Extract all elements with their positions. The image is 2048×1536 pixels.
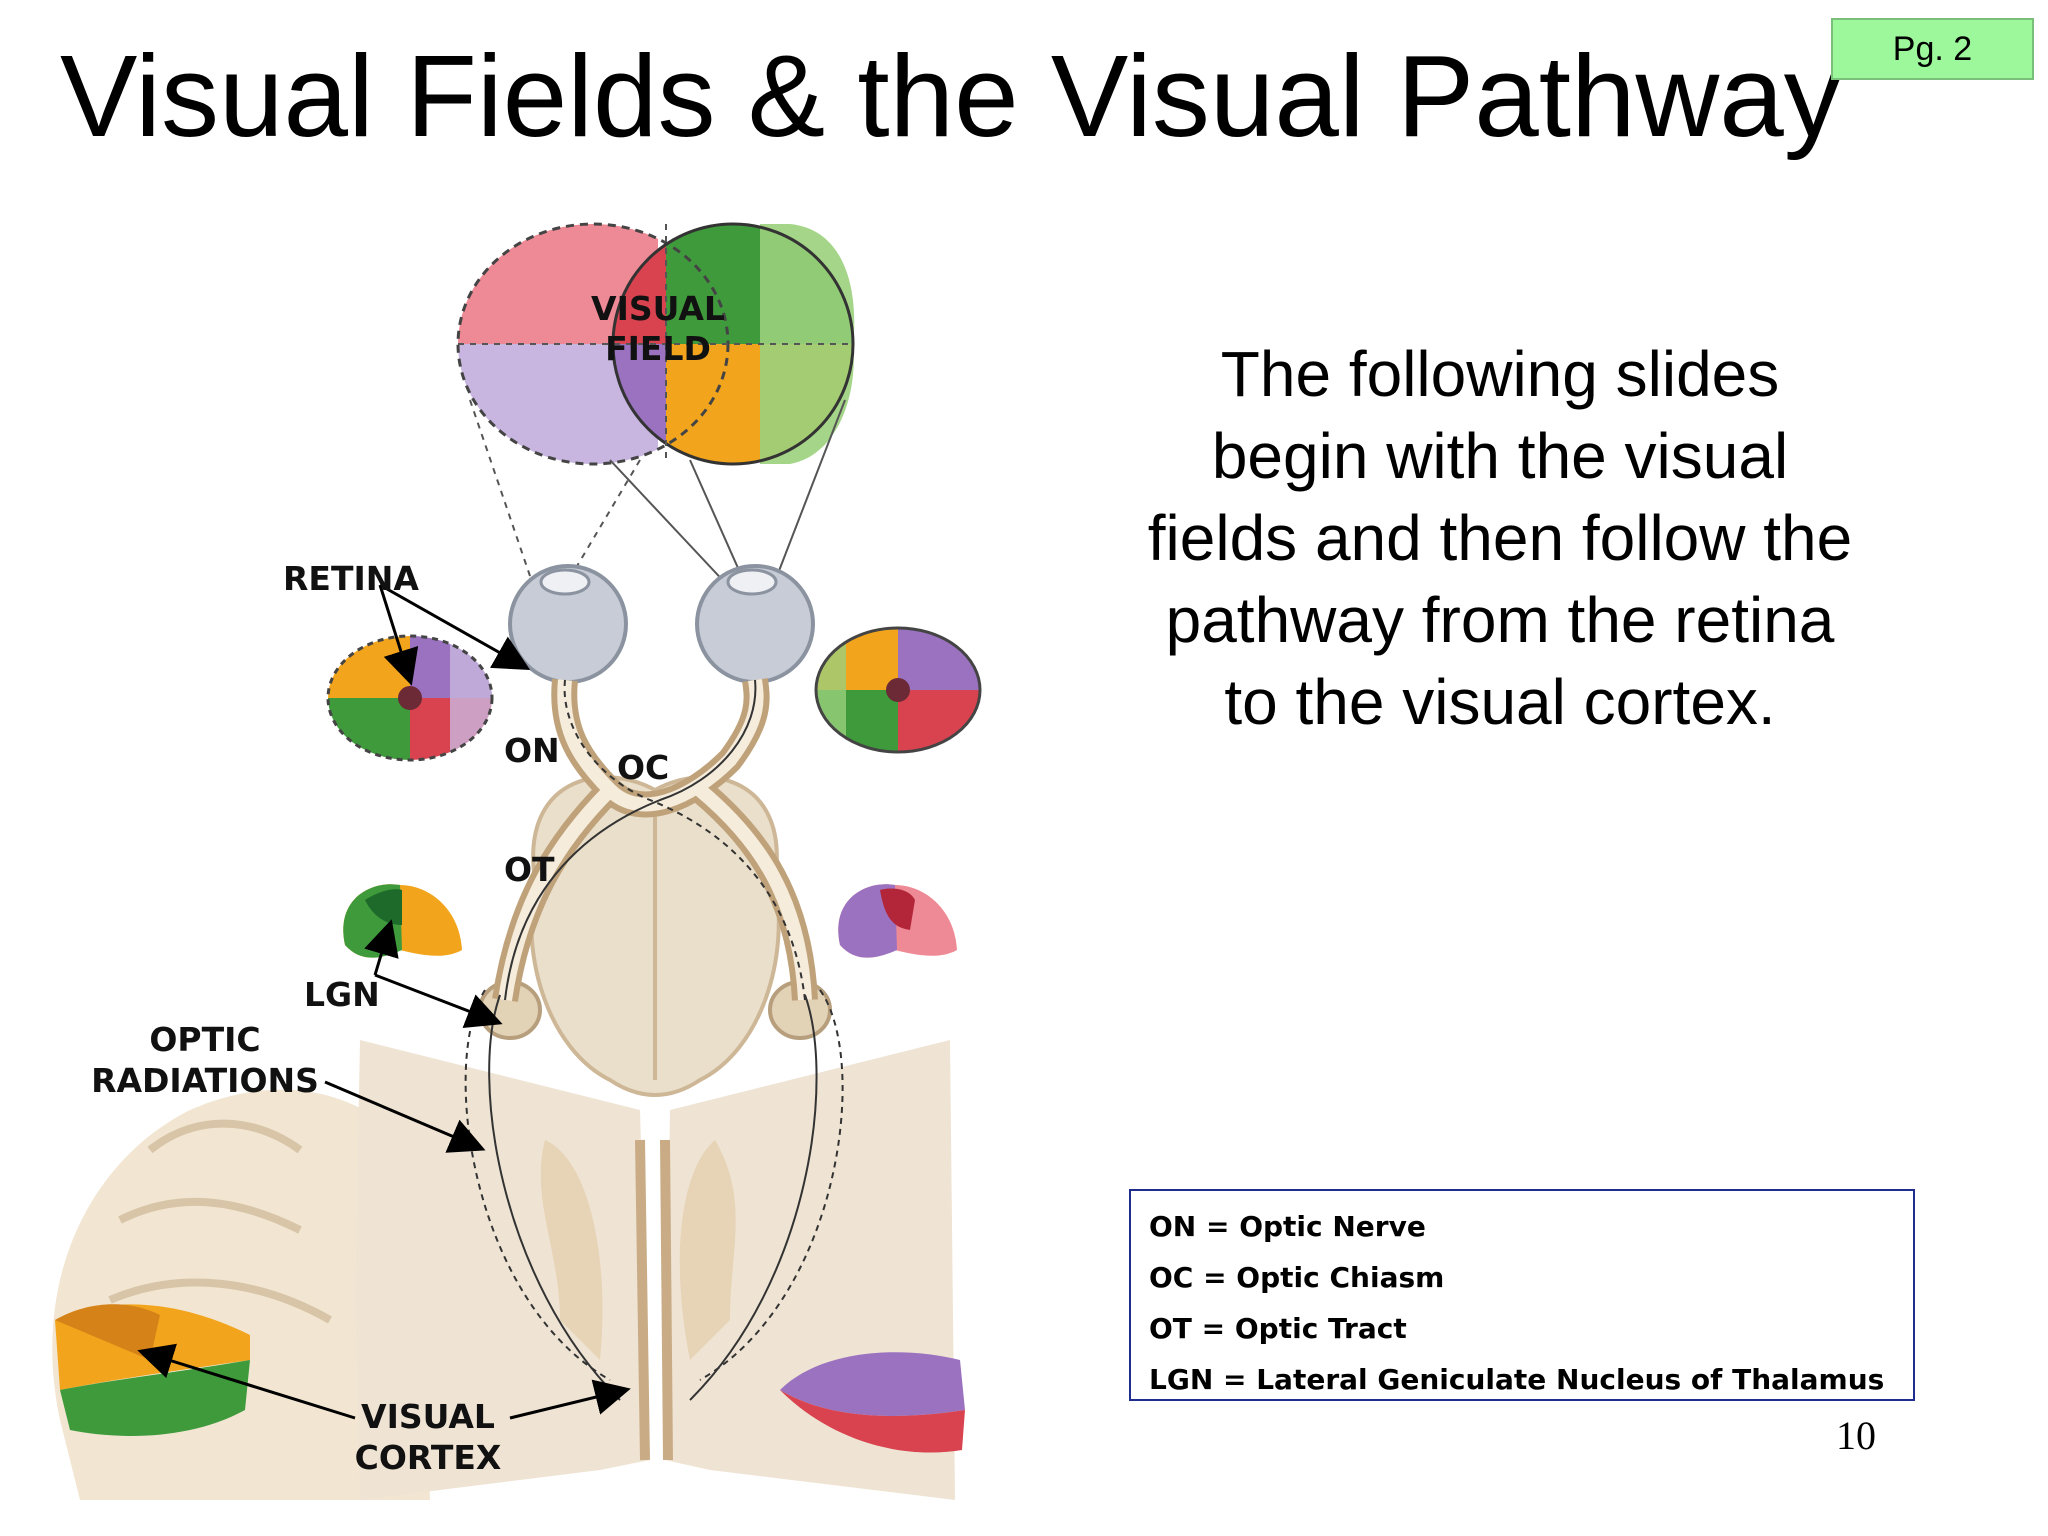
on-label: ON <box>504 731 560 770</box>
lgn-label: LGN <box>304 975 380 1014</box>
visual-field-label: FIELD <box>605 329 711 368</box>
optic-pathway <box>492 678 818 1002</box>
visual-field <box>456 222 855 466</box>
right-cortex-map <box>780 1352 965 1453</box>
page-badge: Pg. 2 <box>1831 18 2034 80</box>
left-lgn-map <box>343 884 462 958</box>
oc-label: OC <box>617 748 669 787</box>
retina-label: RETINA <box>283 559 419 598</box>
description-text: The following slides begin with the visu… <box>1147 338 1853 738</box>
brain-coronal-section <box>355 1040 955 1500</box>
abbreviation-legend: ON = Optic Nerve OC = Optic Chiasm OT = … <box>1129 1189 1915 1401</box>
right-eye <box>695 564 815 684</box>
left-retina-map <box>326 634 494 762</box>
visual-field-label: VISUAL <box>591 289 725 328</box>
optic-radiations <box>464 989 844 1401</box>
legend-item: OT = Optic Tract <box>1149 1312 1407 1345</box>
legend-item: LGN = Lateral Geniculate Nucleus of Thal… <box>1149 1363 1885 1396</box>
visual-cortex-label: VISUAL <box>361 1397 495 1436</box>
slide-title: Visual Fields & the Visual Pathway <box>60 31 1842 161</box>
legend-item: ON = Optic Nerve <box>1149 1210 1426 1243</box>
ot-label: OT <box>504 850 555 889</box>
brain-lateral-view <box>52 1089 431 1500</box>
legend-item: OC = Optic Chiasm <box>1149 1261 1445 1294</box>
midbrain <box>478 775 832 1097</box>
optic-radiations-label: OPTIC <box>149 1020 260 1059</box>
right-lgn-map <box>838 884 957 958</box>
visual-cortex-label: CORTEX <box>355 1438 502 1477</box>
optic-radiations-label: RADIATIONS <box>91 1061 319 1100</box>
pointer-arrows <box>137 583 631 1420</box>
slide-number: 10 <box>1836 1413 1876 1458</box>
right-retina-map <box>814 626 982 754</box>
left-eye <box>508 564 628 684</box>
